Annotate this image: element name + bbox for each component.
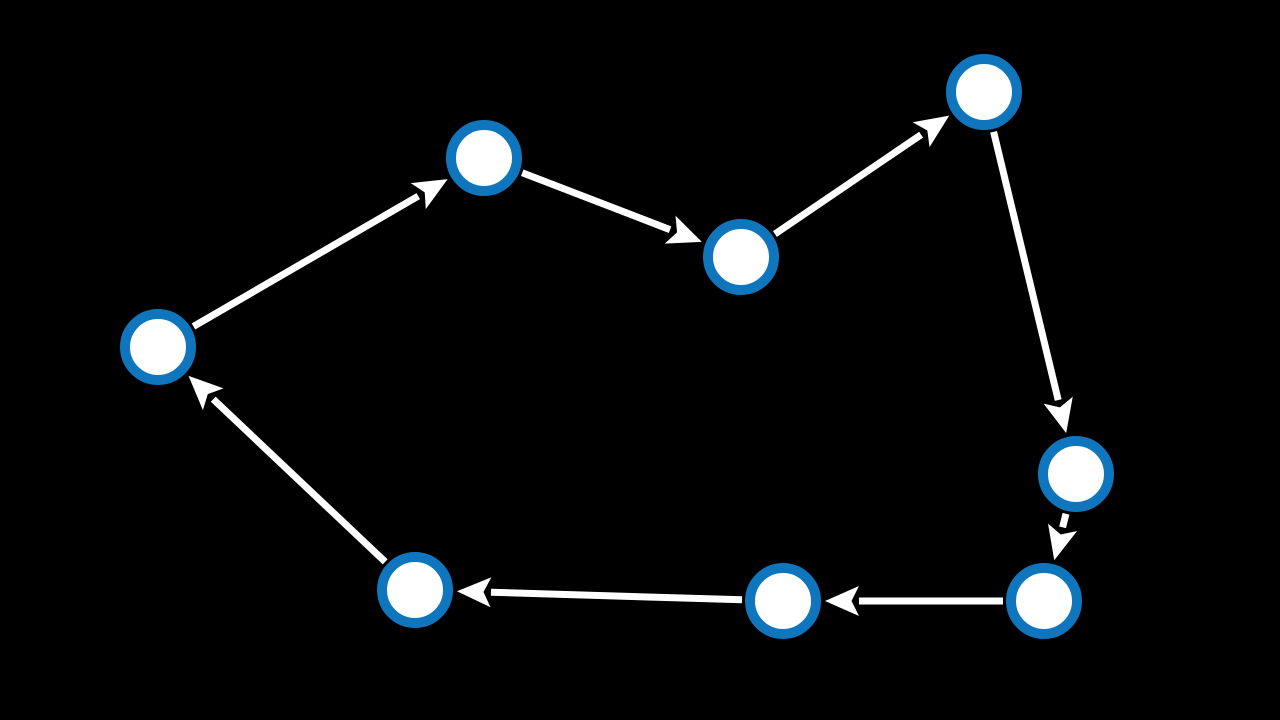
node-circle[interactable] (1006, 563, 1082, 639)
graph-edge (188, 375, 388, 565)
graph-node[interactable] (1006, 563, 1082, 639)
edge-layer (188, 115, 1078, 616)
edge-arrowhead (825, 586, 859, 616)
edge-line (772, 131, 924, 237)
edge-arrowhead (410, 179, 448, 210)
node-circle[interactable] (703, 219, 779, 295)
edge-line (990, 131, 1062, 401)
graph-edge (772, 115, 950, 237)
graph-edge (521, 169, 702, 244)
edge-arrowhead (912, 115, 950, 148)
node-circle[interactable] (446, 120, 522, 196)
edge-line (521, 169, 672, 233)
edge-line (490, 588, 743, 604)
node-circle[interactable] (377, 552, 453, 628)
edge-arrowhead (456, 577, 492, 608)
graph-edge (990, 131, 1073, 434)
graph-node[interactable] (745, 563, 821, 639)
edge-line (191, 193, 421, 330)
edge-arrowhead (188, 375, 224, 411)
graph-node[interactable] (446, 120, 522, 196)
node-circle[interactable] (120, 309, 196, 385)
edge-line (210, 396, 388, 565)
graph-node[interactable] (946, 54, 1022, 130)
node-circle[interactable] (745, 563, 821, 639)
node-circle[interactable] (946, 54, 1022, 130)
graph-node[interactable] (377, 552, 453, 628)
graph-edge (1048, 512, 1078, 561)
graph-node[interactable] (1038, 436, 1114, 512)
graph-node[interactable] (120, 309, 196, 385)
edge-arrowhead (1048, 523, 1078, 561)
graph-node[interactable] (703, 219, 779, 295)
edge-line (1059, 512, 1070, 529)
node-circle[interactable] (1038, 436, 1114, 512)
node-layer (120, 54, 1114, 639)
graph-edge (825, 586, 1003, 616)
edge-arrowhead (1043, 396, 1073, 434)
graph-edge (191, 179, 448, 330)
graph-edge (456, 577, 743, 608)
edge-arrowhead (664, 215, 702, 244)
